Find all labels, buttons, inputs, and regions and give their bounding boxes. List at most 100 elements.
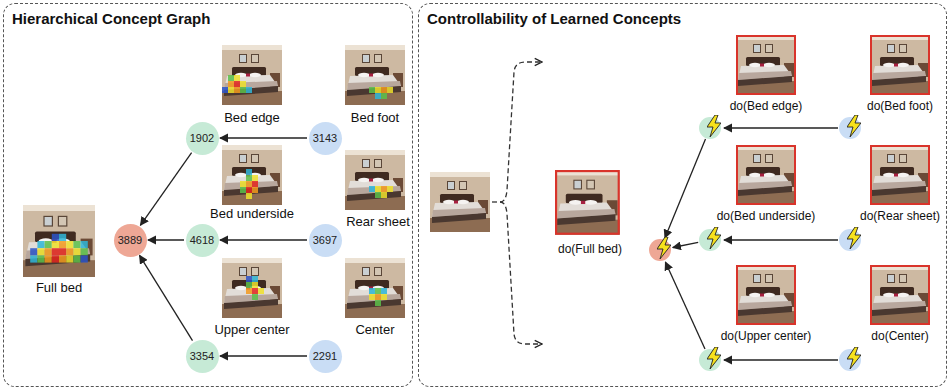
full-bed-tile: [66, 241, 73, 248]
intervention-symbol: [707, 227, 721, 249]
intervention-symbol: [847, 347, 861, 369]
full-bed-tile: [52, 234, 59, 241]
bed-edge-tile: [234, 75, 240, 81]
full-bed-tile: [23, 205, 95, 277]
concept-id: 3889: [118, 234, 142, 246]
full-bed-tile: [52, 255, 59, 262]
full-bed-tile: [37, 241, 44, 248]
image-caption: Full bed: [36, 280, 82, 295]
intervention-symbol: [707, 115, 721, 137]
bed-underside-tile: [240, 169, 258, 199]
concept-id: 2291: [313, 350, 337, 362]
connector-arrow: [220, 355, 307, 356]
full-bed-tile: [30, 234, 88, 263]
bed-underside-tile: [240, 187, 246, 193]
intervened-tile: [736, 265, 796, 325]
bed-edge-tile: [222, 45, 282, 105]
intervened-tile: [871, 36, 929, 94]
image-caption: Bed edge: [224, 110, 280, 125]
full-bed-tile: [59, 234, 66, 241]
panel-frame: Controllability of Learned Concepts: [418, 3, 947, 387]
full-bed-tile: [81, 248, 88, 255]
bed-foot-tile: [375, 93, 381, 99]
image-caption: Center: [355, 322, 394, 337]
center-tile: [381, 288, 387, 294]
center-tile: [369, 294, 375, 300]
bed-foot-tile: [345, 45, 405, 105]
concept-node: 3354: [186, 340, 219, 373]
intervention-symbol: [847, 115, 861, 137]
branch-bracket: [500, 62, 542, 202]
connector-arrow: [140, 255, 193, 340]
concept-node: 4618: [186, 224, 219, 257]
bed-underside-tile: [246, 181, 252, 187]
center-tile: [375, 300, 381, 306]
full-bed-tile: [52, 241, 59, 248]
rear-sheet-tile: [345, 150, 405, 210]
intervened-tile: [870, 35, 930, 95]
concept-node: 3889: [114, 224, 147, 257]
rear-sheet-tile: [345, 150, 405, 210]
intervened-tile: [736, 35, 796, 95]
intervention-arrow: [665, 262, 705, 349]
rear-sheet-tile: [369, 186, 375, 192]
bed-underside-tile: [252, 181, 258, 187]
full-bed-tile: [59, 248, 66, 255]
concept-id: 3354: [190, 350, 214, 362]
center-tile: [345, 258, 405, 318]
concept-id: 3697: [313, 234, 337, 246]
branch-bracket: [492, 62, 542, 344]
bed-underside-tile: [222, 145, 282, 205]
full-bed-tile: [30, 248, 37, 255]
image-caption: Rear sheet: [346, 214, 410, 229]
intervention-symbol: [847, 227, 861, 249]
intervened-tile: [555, 170, 620, 235]
rear-sheet-tile: [369, 186, 393, 198]
concept-id: 3143: [313, 132, 337, 144]
bed-edge-tile: [246, 87, 252, 93]
center-tile: [369, 288, 387, 306]
intervened-tile: [737, 146, 795, 204]
full-bed-tile: [81, 241, 88, 248]
intervention-arrow: [724, 127, 838, 128]
intervention-symbol: [707, 347, 721, 369]
full-bed-tile: [52, 248, 59, 255]
concept-node: 3697: [309, 224, 342, 257]
concept-id: 4618: [190, 234, 214, 246]
image-caption: Bed foot: [351, 110, 399, 125]
source-tile: [430, 172, 490, 232]
bed-underside-tile: [246, 187, 252, 193]
full-bed-tile: [73, 241, 80, 248]
intervened-tile: [870, 265, 930, 325]
center-tile: [375, 288, 381, 294]
intervention-arrow: [724, 359, 838, 360]
bed-underside-tile: [252, 187, 258, 193]
bed-foot-tile: [375, 87, 381, 93]
center-tile: [345, 258, 405, 318]
intervened-tile: [555, 170, 620, 235]
full-bed-tile: [45, 241, 52, 248]
connector-arrow: [140, 153, 191, 226]
source-tile: [430, 172, 490, 232]
intervened-tile: [870, 35, 930, 95]
full-bed-tile: [66, 255, 73, 262]
panel-title: Controllability of Learned Concepts: [427, 10, 681, 28]
intervened-tile: [870, 265, 930, 325]
connector-arrow: [220, 239, 307, 240]
bed-foot-tile: [381, 87, 387, 93]
concept-id: 1902: [190, 132, 214, 144]
concept-node: 3143: [309, 122, 342, 155]
image-caption: do(Upper center): [721, 329, 812, 344]
center-tile: [375, 294, 381, 300]
upper-center-tile: [252, 294, 258, 300]
bed-edge-tile: [222, 45, 282, 105]
upper-center-tile: [252, 288, 258, 294]
rear-sheet-tile: [375, 192, 381, 198]
upper-center-tile: [258, 288, 264, 294]
bed-underside-tile: [246, 175, 252, 181]
bed-edge-tile: [234, 81, 240, 87]
image-caption: do(Full bed): [558, 242, 622, 257]
full-bed-tile: [59, 241, 66, 248]
rear-sheet-tile: [375, 186, 381, 192]
connector-arrow: [148, 239, 184, 240]
